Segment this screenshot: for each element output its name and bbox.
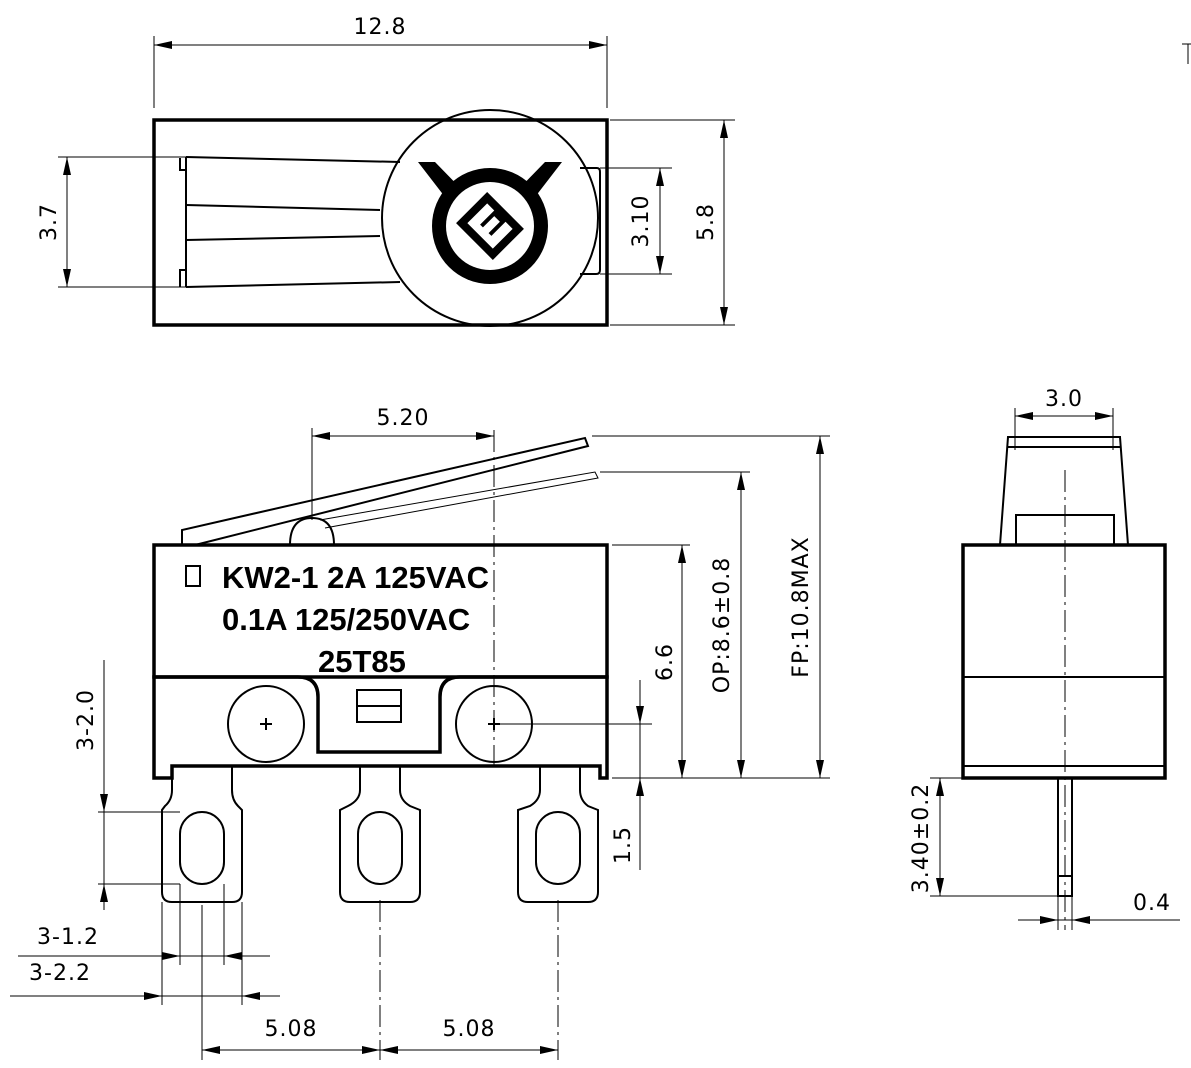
dim-label-3-0: 3.0 bbox=[1045, 387, 1083, 412]
dim-label-3-2-2: 3-2.2 bbox=[29, 961, 91, 986]
terminal-left bbox=[161, 766, 243, 903]
marking-line3: 25T85 bbox=[318, 644, 406, 679]
side-view: 3.0 3.40±0.2 0.4 bbox=[909, 43, 1191, 930]
top-lever bbox=[179, 156, 401, 288]
front-body-upper bbox=[152, 543, 609, 679]
front-view: KW2-1 2A 125VAC 0.1A 125/250VAC 25T85 5.… bbox=[10, 406, 830, 1060]
terminal-right bbox=[517, 766, 599, 903]
dim-label-3-40: 3.40±0.2 bbox=[909, 783, 934, 893]
dim-3-2-0: 3-2.0 bbox=[74, 660, 180, 910]
dim-3-40: 3.40±0.2 bbox=[909, 777, 1058, 897]
dim-1-5: 1.5 bbox=[611, 680, 644, 870]
top-roller-tab bbox=[580, 167, 601, 275]
dim-label-3-7: 3.7 bbox=[37, 203, 62, 241]
dim-0-4: 0.4 bbox=[1018, 891, 1180, 930]
dim-label-0-4: 0.4 bbox=[1133, 891, 1171, 916]
top-body-outline bbox=[152, 118, 609, 327]
dim-label-3-1-2: 3-1.2 bbox=[37, 925, 99, 950]
dim-label-6-6: 6.6 bbox=[653, 643, 678, 681]
dim-3-2-2: 3-2.2 bbox=[10, 902, 280, 1005]
dim-op: OP:8.6±0.8 bbox=[600, 471, 750, 778]
dim-pitch: 5.08 5.08 bbox=[201, 905, 558, 1060]
mounting-hole-left bbox=[227, 685, 305, 763]
dim-3-10: 3.10 bbox=[600, 167, 672, 275]
top-roller-circle bbox=[381, 109, 599, 327]
side-plunger-housing bbox=[999, 436, 1129, 546]
front-body-base bbox=[152, 675, 609, 780]
side-body bbox=[961, 543, 1167, 780]
dim-5-20: 5.20 bbox=[311, 406, 494, 520]
dim-label-pitch-left: 5.08 bbox=[265, 1017, 318, 1042]
dim-label-5-20: 5.20 bbox=[377, 406, 430, 431]
dim-12-8: 12.8 bbox=[153, 15, 608, 108]
marking-line1: KW2-1 2A 125VAC bbox=[222, 560, 489, 595]
dim-3-1-2: 3-1.2 bbox=[18, 884, 270, 965]
dim-label-12-8: 12.8 bbox=[354, 15, 407, 40]
dim-label-pitch-right: 5.08 bbox=[443, 1017, 496, 1042]
dim-label-3-10: 3.10 bbox=[629, 195, 654, 248]
dim-label-op: OP:8.6±0.8 bbox=[710, 557, 735, 693]
dim-3-0: 3.0 bbox=[1014, 387, 1114, 450]
dim-label-1-5: 1.5 bbox=[611, 826, 636, 864]
dim-3-7: 3.7 bbox=[37, 156, 186, 288]
dim-fp: FP:10.8MAX bbox=[592, 435, 830, 778]
marking-line2: 0.1A 125/250VAC bbox=[222, 602, 470, 637]
terminal-middle bbox=[339, 766, 421, 903]
dim-label-5-8: 5.8 bbox=[694, 203, 719, 241]
dim-label-3-2-0: 3-2.0 bbox=[74, 689, 99, 751]
dim-label-fp: FP:10.8MAX bbox=[789, 536, 814, 677]
dim-6-6: 6.6 bbox=[612, 544, 830, 779]
brand-logo bbox=[400, 162, 580, 284]
top-view: 12.8 3.7 3.10 5.8 bbox=[37, 15, 735, 327]
dim-5-8: 5.8 bbox=[610, 119, 735, 326]
